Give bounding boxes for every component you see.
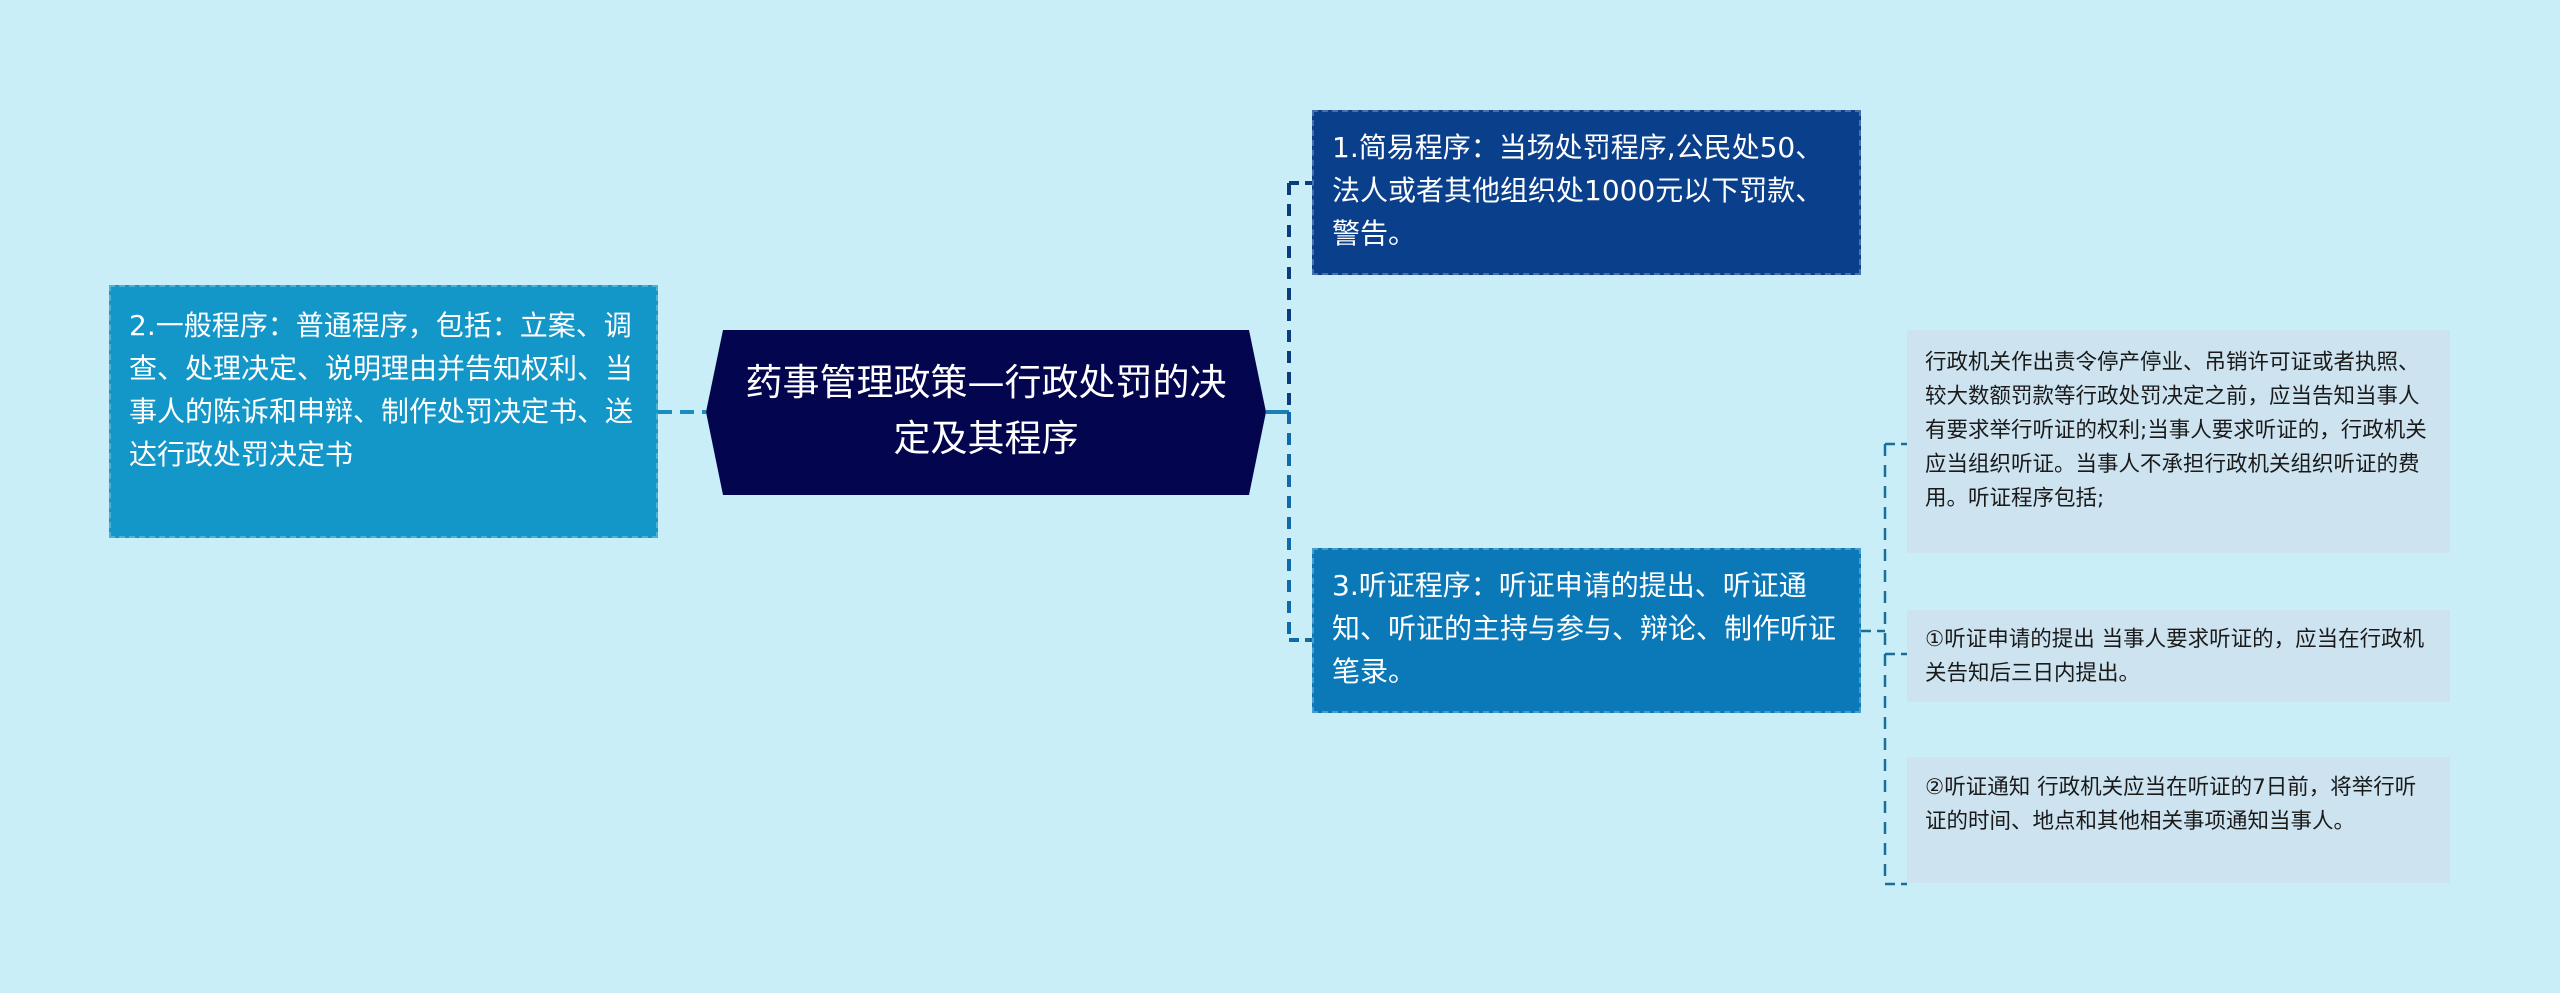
root-node[interactable]: 药事管理政策—行政处罚的决定及其程序 xyxy=(706,330,1266,495)
root-hexagon-shape xyxy=(706,330,1266,495)
leaf-text: ①听证申请的提出 当事人要求听证的，应当在行政机关告知后三日内提出。 xyxy=(1925,627,2425,686)
leaf-node-hearing-notice[interactable]: ②听证通知 行政机关应当在听证的7日前，将举行听证的时间、地点和其他相关事项通知… xyxy=(1907,757,2450,883)
root-title: 药事管理政策—行政处罚的决定及其程序 xyxy=(745,360,1227,460)
branch-text: 1.简易程序：当场处罚程序,公民处50、法人或者其他组织处1000元以下罚款、警… xyxy=(1332,131,1824,250)
branch-node-general-procedure[interactable]: 2.一般程序：普通程序，包括：立案、调查、处理决定、说明理由并告知权利、当事人的… xyxy=(109,285,658,538)
branch-node-hearing-procedure[interactable]: 3.听证程序：听证申请的提出、听证通知、听证的主持与参与、辩论、制作听证笔录。 xyxy=(1312,548,1861,713)
branch-node-simple-procedure[interactable]: 1.简易程序：当场处罚程序,公民处50、法人或者其他组织处1000元以下罚款、警… xyxy=(1312,110,1861,275)
leaf-node-hearing-rights[interactable]: 行政机关作出责令停产停业、吊销许可证或者执照、较大数额罚款等行政处罚决定之前，应… xyxy=(1907,330,2450,553)
leaf-text: ②听证通知 行政机关应当在听证的7日前，将举行听证的时间、地点和其他相关事项通知… xyxy=(1925,775,2417,834)
leaf-text: 行政机关作出责令停产停业、吊销许可证或者执照、较大数额罚款等行政处罚决定之前，应… xyxy=(1925,350,2427,511)
leaf-node-hearing-application[interactable]: ①听证申请的提出 当事人要求听证的，应当在行政机关告知后三日内提出。 xyxy=(1907,610,2450,702)
branch-text: 2.一般程序：普通程序，包括：立案、调查、处理决定、说明理由并告知权利、当事人的… xyxy=(129,309,634,471)
branch-text: 3.听证程序：听证申请的提出、听证通知、听证的主持与参与、辩论、制作听证笔录。 xyxy=(1332,569,1837,688)
